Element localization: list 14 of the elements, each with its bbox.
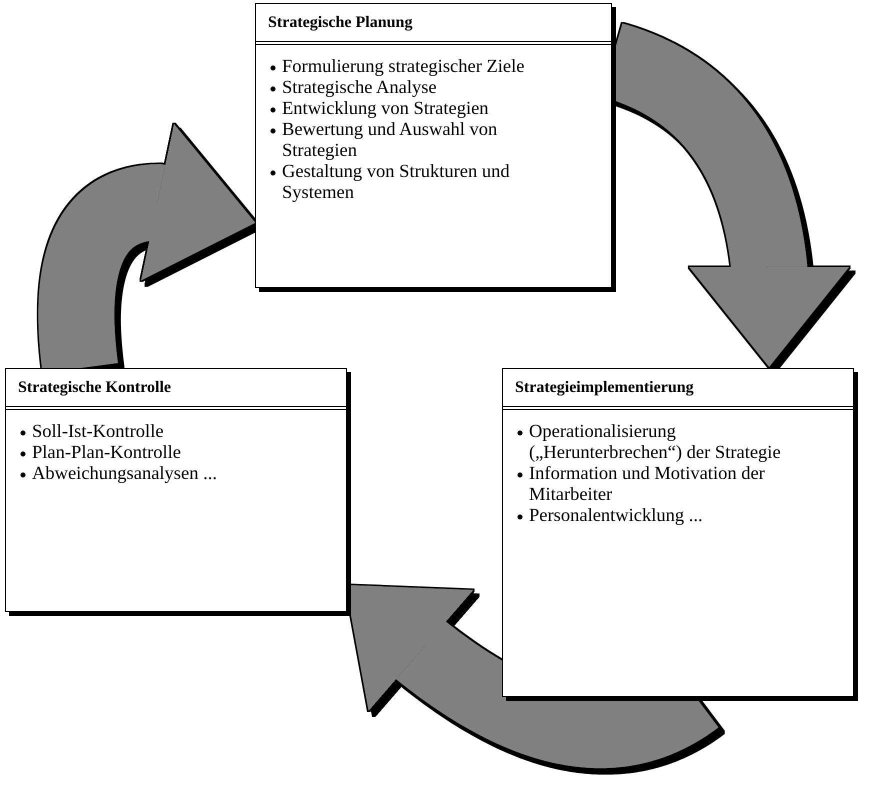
bullet-text: Gestaltung von Strukturen und Systemen	[282, 162, 510, 203]
bullet-text: Entwicklung von Strategien	[282, 99, 489, 119]
bullet-text: Operationalisierung („Herunterbrechen“) der Strategie	[529, 422, 781, 463]
box-heading: Strategische Planung	[256, 4, 611, 45]
bullet-text: Bewertung und Auswahl von Strategien	[282, 120, 498, 161]
box-heading: Strategische Kontrolle	[6, 369, 346, 410]
bullet-text: Plan-Plan-Kontrolle	[32, 443, 182, 463]
bullet-text: Abweichungsanalysen ...	[32, 464, 217, 484]
bullet-text: Information und Motivation der Mitarbeiter	[529, 464, 765, 505]
bullet-text: Soll-Ist-Kontrolle	[32, 422, 164, 442]
box-heading: Strategieimplementierung	[503, 369, 853, 410]
bullet-text: Personalentwicklung ...	[529, 506, 703, 526]
bullet-text: Formulierung strategischer Ziele	[282, 57, 524, 77]
bullet-text: Strategische Analyse	[282, 78, 437, 98]
